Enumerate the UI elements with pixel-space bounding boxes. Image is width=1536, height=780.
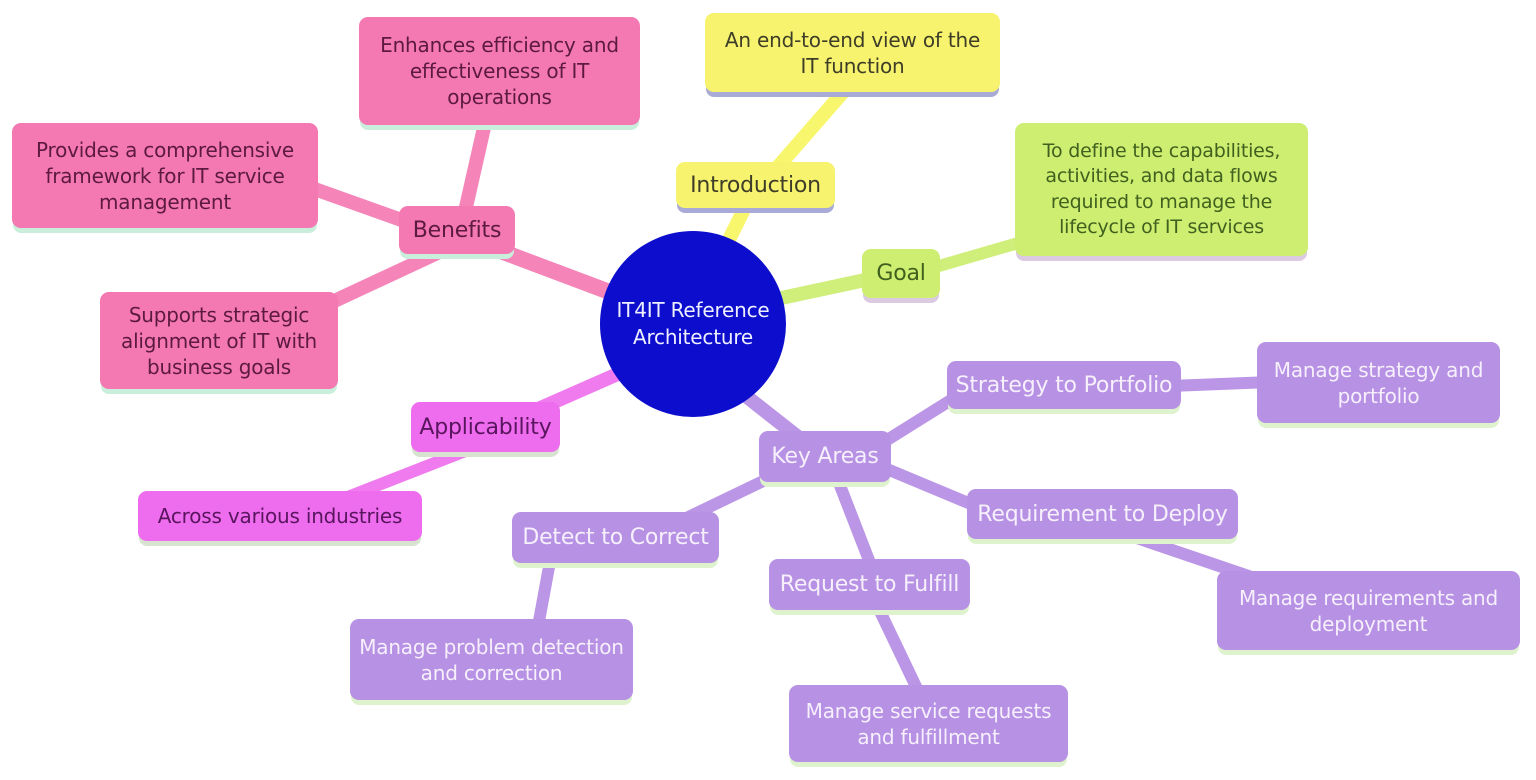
node-manage-requirements-deployment: Manage requirements and deployment <box>1217 571 1520 650</box>
node-benefit-efficiency: Enhances efficiency and effectiveness of… <box>359 17 640 125</box>
node-benefit-alignment: Supports strategic alignment of IT with … <box>100 292 338 389</box>
node-goal-definition: To define the capabilities, activities, … <box>1015 123 1308 256</box>
node-detect-to-correct: Detect to Correct <box>512 512 719 563</box>
connector-s2p-manage <box>1169 376 1273 392</box>
node-introduction-endtoend: An end-to-end view of the IT function <box>705 13 1000 92</box>
node-applicability-industries: Across various industries <box>138 491 422 541</box>
center-node: IT4IT Reference Architecture <box>600 231 786 417</box>
node-manage-strategy-portfolio: Manage strategy and portfolio <box>1257 342 1500 423</box>
node-requirement-to-deploy: Requirement to Deploy <box>967 489 1238 539</box>
connector-r2f-manage <box>871 602 926 698</box>
branch-applicability: Applicability <box>411 402 560 452</box>
branch-benefits: Benefits <box>399 206 515 254</box>
branch-introduction: Introduction <box>676 162 835 208</box>
branch-goal: Goal <box>862 249 940 298</box>
node-manage-problem-detection: Manage problem detection and correction <box>350 619 633 700</box>
connector-goal-definition <box>930 235 1027 274</box>
node-manage-service-requests: Manage service requests and fulfillment <box>789 685 1068 762</box>
node-strategy-to-portfolio: Strategy to Portfolio <box>947 361 1181 409</box>
connector-keyareas-r2f <box>828 467 878 571</box>
node-request-to-fulfill: Request to Fulfill <box>769 559 970 610</box>
branch-key-areas: Key Areas <box>759 431 891 482</box>
node-benefit-framework: Provides a comprehensive framework for I… <box>12 123 318 228</box>
